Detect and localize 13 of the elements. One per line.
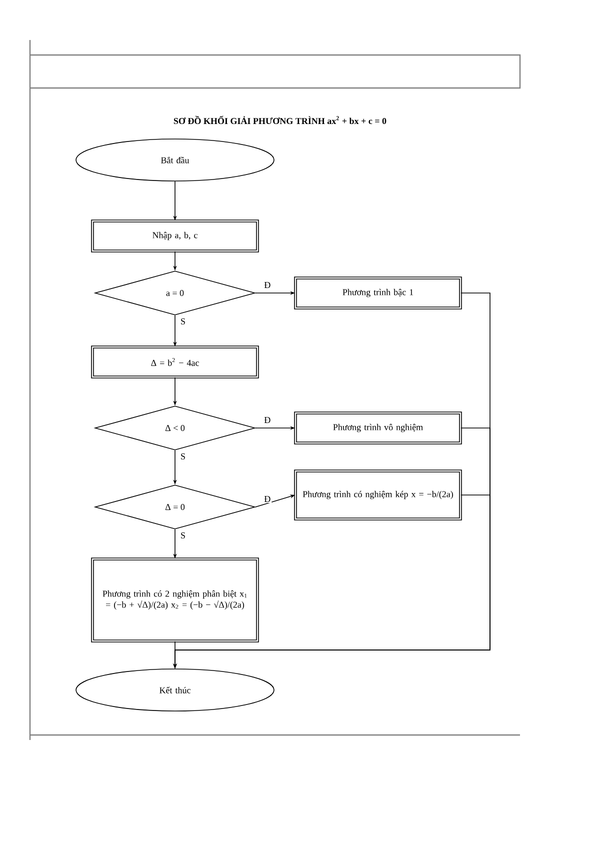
process-box: Nhập a, b, c — [91, 220, 259, 252]
process-box: Phương trình có nghiệm kép x = −b/(2a) — [294, 470, 462, 520]
edge-label: Đ — [264, 417, 270, 423]
process-box: Phương trình bậc 1 — [294, 276, 462, 310]
edge-label: S — [181, 532, 185, 538]
edge-label: S — [181, 453, 185, 460]
process-box: Δ = b$^{2}$ − 4ac — [91, 346, 259, 378]
diagram-title: SƠ ĐỒ KHỐI GIẢI PHƯƠNG TRÌNH ax$^{2}$ + bx + c = 0 — [174, 116, 386, 124]
process-box: Phương trình vô nghiệm — [294, 412, 462, 444]
process-box: Phương trình có 2 nghiệm phân biệt x$_{1}$ = (−b + √Δ)/(2a) x$_{2}$ = (−b − √Δ)/(2a) — [91, 558, 259, 642]
edge-label: S — [181, 318, 185, 324]
edge-label: Đ — [264, 282, 270, 288]
edge-label: Đ — [264, 496, 270, 502]
